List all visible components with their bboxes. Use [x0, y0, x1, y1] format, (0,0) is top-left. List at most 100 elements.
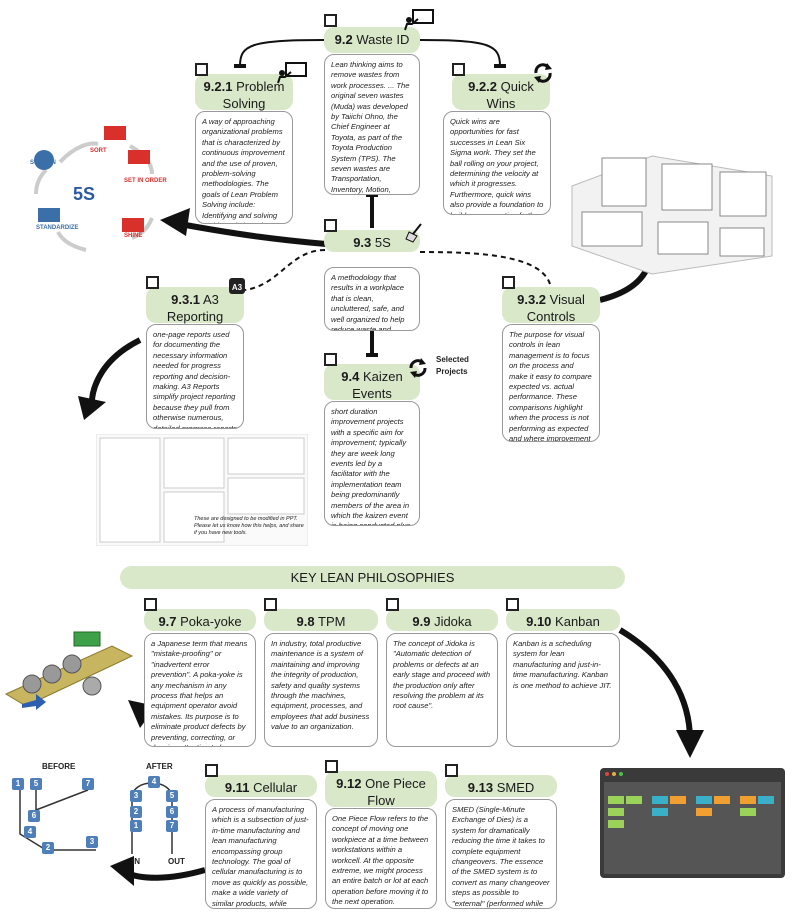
- after-badge-6: 6: [166, 806, 178, 818]
- cycle-icon: [534, 63, 552, 83]
- problem-solving-desc: A way of approaching organizational prob…: [195, 111, 293, 224]
- pokayoke-header[interactable]: 9.7 Poka-yoke: [144, 609, 256, 631]
- kaizen-desc: short duration improvement projects with…: [324, 401, 420, 526]
- tpm-num: 9.8: [296, 614, 315, 629]
- tpm-header[interactable]: 9.8 TPM: [264, 609, 378, 631]
- connector-waste-quick: [419, 39, 501, 67]
- one-piece-num: 9.12: [336, 776, 362, 791]
- before-badge-1: 1: [12, 778, 24, 790]
- smed-checkbox[interactable]: [445, 764, 458, 777]
- smed-num: 9.13: [467, 780, 494, 795]
- problem-solving-title: Problem Solving: [222, 79, 285, 111]
- svg-text:A3: A3: [232, 283, 243, 292]
- after-badge-1: 1: [130, 820, 142, 832]
- kanban-num: 9.10: [526, 614, 552, 629]
- kaizen-checkbox[interactable]: [324, 353, 337, 366]
- visual-controls-checkbox[interactable]: [502, 276, 515, 289]
- pokayoke-checkbox[interactable]: [144, 598, 157, 611]
- before-badge-3: 3: [86, 836, 98, 848]
- pokayoke-title: Poka-yoke: [180, 614, 242, 629]
- quick-wins-checkbox[interactable]: [452, 63, 465, 76]
- after-badge-7: 7: [166, 820, 178, 832]
- jidoka-desc: The concept of Jidoka is "Automatic dete…: [386, 633, 498, 747]
- connector-5s-a3: [244, 249, 326, 291]
- cellular-after-label: AFTER: [146, 762, 173, 771]
- visual-controls-title: Visual Controls: [526, 292, 585, 324]
- cellular-checkbox[interactable]: [205, 764, 218, 777]
- quick-wins-desc: Quick wins are opportunities for fast su…: [443, 111, 551, 215]
- pokayoke-num: 9.7: [158, 614, 177, 629]
- after-badge-5: 5: [166, 790, 178, 802]
- smed-header[interactable]: 9.13 SMED: [445, 775, 557, 797]
- five-s-num: 9.3: [353, 235, 372, 250]
- a3-title: A3 Reporting: [166, 292, 224, 324]
- tpm-desc: In industry, total productive maintenanc…: [264, 633, 378, 747]
- arrow-5s-graphic: [179, 221, 327, 247]
- five-s-shine-label: SHINE: [124, 233, 143, 239]
- visual-controls-header[interactable]: 9.3.2 Visual Controls: [502, 287, 600, 324]
- five-s-header[interactable]: 9.3 5S: [324, 230, 420, 252]
- a3-document-icon: A3: [229, 278, 245, 294]
- one-piece-checkbox[interactable]: [325, 760, 338, 773]
- before-badge-7: 7: [82, 778, 94, 790]
- waste-id-header[interactable]: 9.2 Waste ID: [324, 27, 420, 53]
- cycle-icon: [409, 358, 427, 378]
- five-s-center-label: 5S: [73, 184, 96, 204]
- waste-id-desc: Lean thinking aims to remove wastes from…: [324, 54, 420, 195]
- five-s-title: 5S: [374, 235, 391, 250]
- a3-desc: one-page reports used for documenting th…: [146, 324, 244, 429]
- kaizen-title: Kaizen Events: [352, 369, 403, 401]
- visual-controls-desc: The purpose for visual controls in lean …: [502, 324, 600, 442]
- cellular-desc: A process of manufacturing which is a su…: [205, 799, 317, 909]
- quick-wins-title: Quick Wins: [486, 79, 534, 111]
- presenter-icon: [404, 9, 434, 31]
- five-s-checkbox[interactable]: [324, 219, 337, 232]
- jidoka-num: 9.9: [412, 614, 431, 629]
- jidoka-checkbox[interactable]: [386, 598, 399, 611]
- kaizen-header[interactable]: 9.4 Kaizen Events: [324, 364, 420, 401]
- waste-id-title: Waste ID: [356, 32, 410, 47]
- tpm-checkbox[interactable]: [264, 598, 277, 611]
- a3-report-thumbnail: [96, 434, 308, 546]
- a3-header[interactable]: 9.3.1 A3 Reporting: [146, 287, 244, 324]
- kanban-board-graphic: [600, 768, 785, 878]
- five-s-standardize-label: STANDARDIZE: [36, 225, 79, 231]
- waste-id-num: 9.2: [334, 32, 353, 47]
- tpm-title: TPM: [318, 614, 346, 629]
- a3-checkbox[interactable]: [146, 276, 159, 289]
- cellular-out-label: OUT: [168, 857, 185, 866]
- a3-num: 9.3.1: [171, 292, 201, 307]
- cellular-before-label: BEFORE: [42, 762, 76, 771]
- after-badge-3: 3: [130, 790, 142, 802]
- connector-waste-problem: [239, 39, 325, 67]
- arrow-a3-graphic: [88, 337, 142, 411]
- problem-solving-header[interactable]: 9.2.1 Problem Solving: [195, 74, 293, 111]
- cellular-header[interactable]: 9.11 Cellular Mfg.: [205, 775, 317, 812]
- cellular-in-label: IN: [132, 857, 140, 866]
- one-piece-header[interactable]: 9.12 One Piece Flow: [325, 771, 437, 808]
- one-piece-desc: One Piece Flow refers to the concept of …: [325, 808, 437, 909]
- kanban-checkbox[interactable]: [506, 598, 519, 611]
- kanban-desc: Kanban is a scheduling system for lean m…: [506, 633, 620, 747]
- five-s-set-in-order-label: SET IN ORDER: [124, 178, 167, 184]
- before-badge-6: 6: [28, 810, 40, 822]
- after-badge-2: 2: [130, 806, 142, 818]
- jidoka-header[interactable]: 9.9 Jidoka: [386, 609, 498, 631]
- problem-solving-checkbox[interactable]: [195, 63, 208, 76]
- visual-controls-num: 9.3.2: [517, 292, 547, 307]
- cellular-num: 9.11: [224, 780, 250, 795]
- quick-wins-header[interactable]: 9.2.2 Quick Wins: [452, 74, 550, 111]
- kanban-header[interactable]: 9.10 Kanban: [506, 609, 620, 631]
- one-piece-title: One Piece Flow: [365, 776, 426, 808]
- selected-projects-label: Selected Projects: [436, 355, 469, 376]
- problem-solving-num: 9.2.1: [203, 79, 233, 94]
- smed-desc: SMED (Single-Minute Exchange of Dies) is…: [445, 799, 557, 909]
- kaizen-num: 9.4: [341, 369, 360, 384]
- after-badge-4: 4: [148, 776, 160, 788]
- waste-id-checkbox[interactable]: [324, 14, 337, 27]
- before-badge-5: 5: [30, 778, 42, 790]
- connector-5s-visual: [419, 251, 551, 285]
- before-badge-4: 4: [24, 826, 36, 838]
- arrow-cellular-graphic: [123, 867, 206, 881]
- kanban-title: Kanban: [555, 614, 600, 629]
